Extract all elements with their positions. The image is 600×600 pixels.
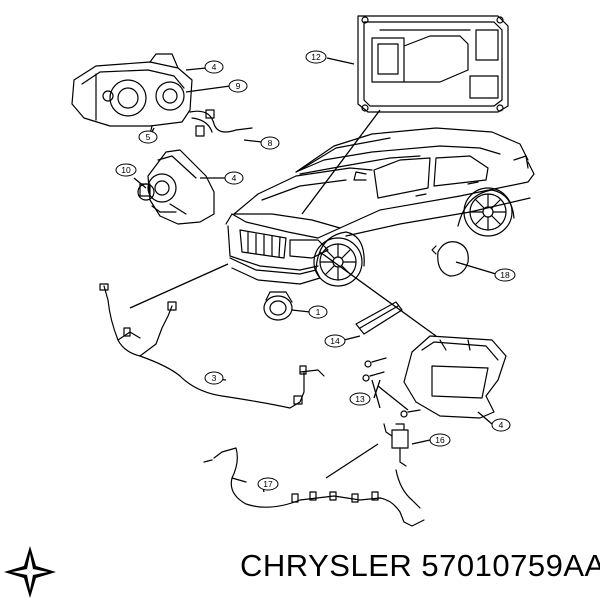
wheel-cover-part: [431, 241, 469, 277]
chrysler-star-icon: [4, 546, 56, 598]
fog-lamp-part: [263, 291, 293, 321]
headlamp-assembly-lower: [137, 149, 215, 225]
callout-9-label: 9: [236, 81, 241, 91]
car-body: [225, 127, 535, 287]
callout-1: [308, 305, 328, 319]
callout-4-upper-label: 4: [212, 62, 217, 72]
brand-name: CHRYSLER: [240, 548, 413, 583]
callout-4-right-label: 4: [499, 420, 504, 430]
callout-4-right: [491, 418, 511, 432]
headlamp-assembly-right: [362, 335, 507, 419]
callout-14-label: 14: [330, 336, 340, 346]
callout-18-label: 18: [500, 270, 510, 280]
headlamp-assembly-upper: [71, 53, 253, 137]
callout-8-label: 8: [268, 138, 273, 148]
callout-18: [494, 268, 516, 282]
callout-10-label: 10: [121, 165, 131, 175]
callout-12: [305, 50, 327, 64]
part-number: 57010759AA: [421, 548, 600, 583]
callout-16: [429, 433, 451, 447]
callout-8: [260, 136, 280, 150]
wiring-harness-part: [99, 283, 325, 409]
callout-14: [324, 334, 346, 348]
washer-hose-part: [203, 447, 425, 527]
callout-5: [138, 130, 158, 144]
callout-4-upper: [204, 60, 224, 74]
callout-17: [257, 477, 279, 491]
callout-5-label: 5: [146, 132, 151, 142]
callout-3: [204, 371, 224, 385]
callout-10: [115, 163, 137, 177]
callout-12-label: 12: [311, 52, 321, 62]
callout-4-mid-label: 4: [232, 173, 237, 183]
side-marker-part: [355, 301, 403, 335]
callout-4-mid: [224, 171, 244, 185]
callout-1-label: 1: [316, 307, 321, 317]
control-module-part: [357, 15, 509, 113]
brand-part-number-line: CHRYSLER 57010759AA: [240, 548, 600, 592]
washer-pump-part: [383, 423, 409, 467]
callout-9: [228, 79, 248, 93]
callout-13-label: 13: [355, 394, 365, 404]
callout-3-label: 3: [212, 373, 217, 383]
callout-16-label: 16: [435, 435, 445, 445]
callout-17-label: 17: [263, 479, 273, 489]
callout-13: [349, 392, 371, 406]
